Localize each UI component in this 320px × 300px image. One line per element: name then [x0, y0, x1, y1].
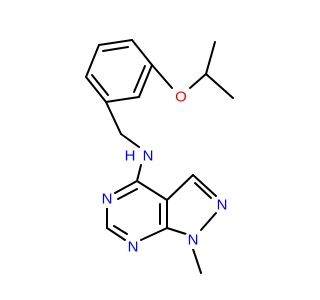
bond-benzene-6 [85, 44, 100, 78]
bond-benzene-2 [131, 39, 153, 66]
bond-c4-to-n3-inner [117, 188, 138, 200]
bond-ring-to-ch2 [105, 101, 122, 135]
bond-n1-to-c7a [140, 227, 168, 241]
molecule-structure-diagram: O H N N N N N [85, 39, 234, 274]
pyrimidine-n3-label: N [102, 191, 113, 208]
bond-benzene-1 [98, 39, 133, 46]
pyrazole-n1-methyl-atom: N [184, 231, 202, 249]
bond-c4-to-c4a [136, 180, 168, 201]
bond-benzene-3-inner [133, 65, 146, 93]
bond-n2-to-n1 [200, 212, 217, 231]
amine-n-label: N [143, 148, 154, 165]
pyrazole-n1-label: N [188, 232, 199, 249]
bond-ring-to-oxygen [151, 64, 173, 89]
bond-benzene-3 [138, 64, 153, 98]
bond-c4a-to-c3 [166, 174, 194, 201]
bond-nh-to-c4 [136, 164, 142, 182]
amine-nh: H N [125, 146, 158, 166]
pyrimidine-n1-label: N [128, 239, 139, 256]
bond-benzene-5-inner [91, 74, 109, 96]
pyrimidine-n3-atom: N [98, 190, 116, 208]
bond-benzene-1-inner [102, 46, 129, 52]
bond-benzene-4 [105, 96, 140, 103]
bond-c4-to-n3 [114, 180, 138, 194]
pyrazole-n2-atom: N [213, 196, 231, 214]
bond-oxygen-to-ch [189, 73, 207, 89]
bonds [85, 39, 234, 274]
atom-labels: O H N N N N N [98, 87, 231, 256]
bond-ch-to-methyl-a [205, 73, 234, 99]
bond-ch-to-methyl-b [205, 41, 216, 75]
bond-benzene-5 [85, 76, 107, 103]
bond-ch2-to-nh [120, 133, 140, 148]
bond-c2-to-n1-inner [113, 225, 128, 235]
bond-n1-to-c7a [166, 227, 187, 235]
oxygen-atom: O [172, 87, 190, 106]
bond-n-to-methyl [192, 248, 202, 274]
amine-h-label: H [125, 148, 136, 165]
pyrimidine-n1-atom: N [124, 238, 142, 256]
bond-c3-to-n2-inner [194, 182, 212, 199]
bond-c3-to-n2 [192, 174, 217, 197]
pyrazole-n2-label: N [217, 197, 228, 214]
bond-c2-to-n1 [106, 227, 126, 241]
oxygen-label: O [175, 89, 187, 106]
